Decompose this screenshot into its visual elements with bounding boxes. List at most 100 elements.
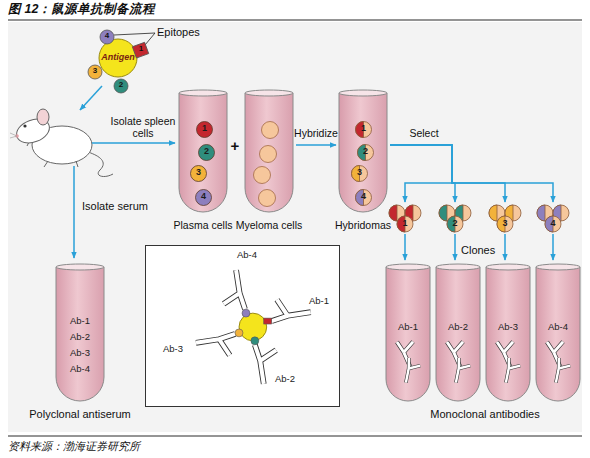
cell-circle [397,216,413,232]
flow-connector [296,144,336,146]
antibody-fill [501,358,522,385]
antibody-outline [551,358,572,385]
myeloma-cell [260,146,277,163]
flow-connector [404,234,406,260]
antibody-tube: Ab-1 [385,262,431,402]
shape-outline [487,203,523,233]
antibody-outline [224,270,245,309]
clone-group: 2 [437,203,473,233]
antibody-outline [401,358,422,385]
flow-connector [390,145,452,202]
tube-body [245,93,293,212]
antibody-fill [255,345,276,384]
antibody [196,334,235,355]
tube-body [386,267,430,401]
node-text: Plasma cells [168,220,238,232]
cell-circle [358,145,374,161]
node-text: Ab-4 [232,250,262,260]
epitope [264,318,272,324]
cell-half [439,205,447,221]
node-text: Ab-2 [270,374,300,384]
clone-group: 3 [487,203,523,233]
cell-circle [199,145,215,161]
panel-background [8,22,582,432]
clone-group: 1 [387,203,423,233]
mouse-illustration-part [27,140,78,167]
node-text: 1 [355,124,372,134]
flow-connector [390,145,553,202]
connector-label: Select [404,128,444,140]
cell-circle [545,216,561,232]
shape-outline [146,246,339,406]
epitope [251,337,259,345]
tube-body [339,93,387,212]
mouse-illustration [10,109,113,177]
antibody [401,358,422,385]
shape-outline [244,88,294,213]
free-label: Isolate serum [82,200,148,212]
antibody-fill [401,358,422,385]
free-label: Epitopes [157,26,200,38]
test-tube: Plasma cells1234 [178,88,228,213]
flow-connector [454,234,456,260]
epitope [235,329,243,337]
free-label: Isolate spleen cells [110,116,176,139]
flow-arrows-part [92,142,175,144]
node-text: Ab-2 [55,332,105,342]
free-label: Clones [461,244,495,256]
antibody-outline [272,300,311,321]
antibody-outline [451,358,472,385]
epitope [242,309,250,317]
antibody-fill [451,358,472,385]
tube-rim [386,264,430,270]
node-text: Polyclonal antiserum [15,408,145,420]
hybridoma-cell: 4 [355,189,372,206]
node-text: Ab-4 [535,322,581,332]
antibody-fill [272,300,311,321]
node-text: Ab-1 [304,296,334,306]
node-text: 2 [447,219,463,229]
shape-outline [387,203,423,233]
epitopes-part [114,79,128,93]
epitope-leaders-part [114,33,155,35]
tube-rim [179,90,227,96]
plasma-cell: 4 [195,189,212,206]
antibody [255,345,276,384]
cell-half [389,205,397,221]
epitope-leaders [114,33,155,45]
antibody [272,300,311,321]
mouse-illustration-part [15,134,19,138]
cell-circle [356,122,372,138]
antigen-node: Antigen [98,38,138,78]
connector-label: Hybridize [290,128,342,140]
tube-rim [56,264,104,270]
cell-half [537,205,545,221]
mouse-illustration-part [88,152,113,177]
antibody [451,358,472,385]
antibody-outline [196,334,235,355]
antibody-tube: Ab-3 [485,262,531,402]
cell-circle [447,216,463,232]
cell-circle [497,216,513,232]
test-tube: Ab-1Ab-2Ab-3Ab-4Polyclonal antiserum [55,262,105,402]
mouse-illustration-part [32,126,92,164]
cell-circle [356,190,372,206]
antibody-fill [196,334,235,355]
node-text: 3 [497,219,513,229]
node-text: Ab-1 [55,316,105,326]
flow-connector [390,145,505,202]
antibody-tube: Ab-2 [435,262,481,402]
node-text: 2 [357,147,374,157]
free-label: 4 [102,32,112,41]
flow-connector [390,145,455,202]
epitopes-part [88,65,102,79]
title-rule [8,19,582,20]
cell-circle [352,166,368,182]
antibody-tube: Ab-4 [535,262,581,402]
test-tube: Hybridomas1234 [338,88,388,213]
mouse-illustration-part [37,109,49,125]
free-label: 1 [136,45,146,54]
source-caption: 资料来源：渤海证券研究所 [8,440,140,452]
hybridoma-cell: 3 [351,165,368,182]
